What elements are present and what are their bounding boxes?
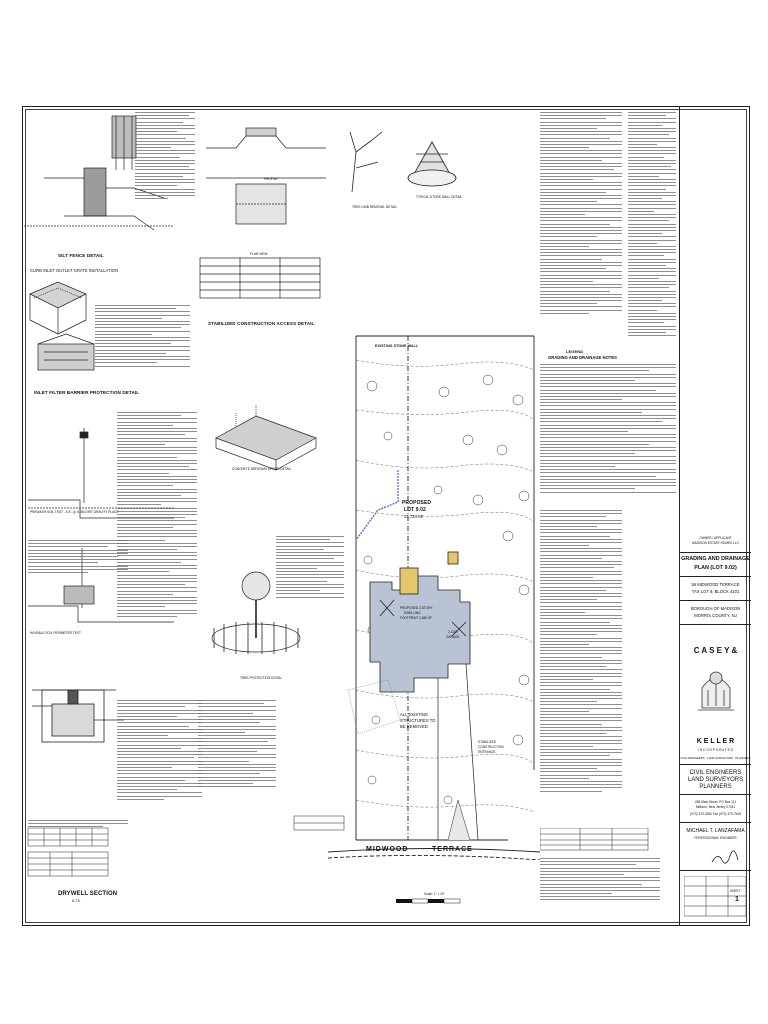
legend-title: LEGEND (566, 349, 584, 354)
firm-profession-1: CIVIL ENGINEERS (689, 770, 742, 776)
engineer-title: PROFESSIONAL ENGINEER (694, 836, 737, 840)
drywell-title: DRYWELL SECTION (58, 891, 118, 897)
concrete-apron-graphic (215, 404, 317, 471)
dwelling-label-3: FOOTPRINT 2,680 SF (400, 616, 433, 620)
proposed-dwelling-shape (369, 551, 471, 693)
details-left-svg (24, 115, 174, 877)
grading-notes-title: GRADING AND DRAINAGE NOTES (548, 355, 617, 360)
plan-title-2: PLAN (LOT 9.02) (694, 565, 737, 571)
inlet-filter-graphic (29, 281, 95, 371)
address-line-2: TAX LOT 9, BLOCK 4101 (691, 589, 740, 594)
title-block: OWNER / APPLICANT MADISON ESTATE HOMES L… (679, 106, 751, 926)
drywell-notes (28, 820, 128, 832)
entrance-label-1: STABILIZED (478, 740, 497, 744)
haybale-notes (28, 540, 128, 580)
silt-fence-graphic (24, 115, 174, 231)
borough-line-2: MORRIS COUNTY, NJ (694, 613, 737, 618)
dwelling-label-1: PROPOSED 2-STORY (400, 606, 433, 610)
signature-icon (711, 850, 739, 864)
drywell-tables (27, 827, 109, 877)
entrance-label-3: ENTRANCE (478, 750, 496, 754)
stone-wall-title: TYPICAL STONE WALL DETAIL (416, 195, 463, 199)
tree-protection-graphic (211, 571, 301, 654)
notes-column-2 (628, 112, 676, 372)
firm-profession-3: PLANNERS (699, 784, 732, 790)
construction-access-graphic (199, 127, 326, 299)
owner-label: OWNER / APPLICANT (699, 536, 732, 540)
dwelling-label-2: DWELLING (404, 611, 421, 615)
notes-column-4 (540, 510, 622, 820)
sheet-label: SHEET (730, 889, 741, 893)
notes-column-1 (540, 112, 622, 342)
street-label-2: TERRACE (432, 846, 473, 853)
drywell-scale: N.T.S. (72, 899, 81, 903)
engineer-name: MICHAEL T. LANZAFAMA (686, 828, 745, 834)
address-line-1: 56 MIDWOOD TERRACE (691, 582, 740, 587)
firm-name-2: K E L L E R (696, 738, 735, 745)
borough-line-1: BOROUGH OF MADISON (690, 606, 741, 611)
silt-fence-title: SILT FENCE DETAIL (58, 253, 104, 258)
tree-protection-title: TREE PROTECTION DETAIL (240, 676, 283, 680)
haybale-title: HAYBALE SOIL PERIMETER TEST (30, 631, 81, 635)
notes-column-3 (540, 364, 676, 504)
firm-profession-2: LAND SURVEYORS (687, 777, 744, 783)
tree-symbols (363, 374, 530, 805)
haybale-graphic (28, 548, 174, 623)
inlet-filter-title: INLET FILTER BARRIER PROTECTION DETAIL (34, 390, 140, 395)
erosion-notes-column (117, 412, 197, 662)
plan-view-label: PLAN VIEW (250, 252, 268, 256)
sequence-notes (117, 700, 202, 820)
stabilized-access-title: STABILIZED CONSTRUCTION ACCESS DETAIL (208, 321, 315, 326)
proposed-lot-2: LOT 9.02 (404, 507, 426, 513)
street-label-1: MIDWOOD (366, 846, 409, 853)
sheet-number: 1 (735, 896, 739, 903)
firm-address-1: 258 Main Street, PO Box 111 (695, 800, 736, 804)
street-lines (328, 848, 540, 860)
entrance-label-2: CONSTRUCTION (478, 745, 504, 749)
proposed-lot-1: PROPOSED (402, 500, 432, 506)
firm-name-3: I N C O R P O R A T E D (698, 748, 733, 752)
concrete-apron-title: CONCRETE DRIVEWAY APRON DETAIL (232, 467, 292, 471)
garage-label-1: 2-CAR (448, 630, 458, 634)
revision-grid (684, 876, 746, 917)
site-plan-svg (328, 335, 540, 860)
garage-label-2: GARAGE (446, 635, 460, 639)
existing-label-3: BE REMOVED (400, 724, 428, 729)
firm-address-2: Millburn, New Jersey 07041 (695, 805, 736, 809)
tree-limb-svg (349, 131, 457, 193)
notes-table (540, 828, 649, 851)
proposed-lot-3: 21,734 SF (404, 514, 424, 519)
inlet-filter-notes (95, 305, 190, 375)
details-mid-svg (199, 127, 345, 831)
inlet-filter-heading: CURB INLET OUTLET GRATE INSTALLATION (30, 268, 119, 273)
firm-name-1: C A S E Y & (693, 646, 738, 655)
tree-limb-title: TREE LIMB REMOVAL DETAIL (352, 205, 397, 209)
limit-of-disturbance (355, 470, 399, 541)
plan-title-1: GRADING AND DRAINAGE (681, 556, 750, 562)
firm-phone: (973) 379-3280 Fax (973) 379-7945 (690, 812, 741, 816)
silt-fence-notes (135, 112, 195, 222)
sequence-notes-2 (198, 700, 276, 820)
owner-name: MADISON ESTATE HOMES LLC (692, 541, 739, 545)
stake-label: EXISTING STONE WALL (375, 344, 419, 348)
firm-tagline: CIVIL ENGINEERS · LAND SURVEYORS · PLANN… (680, 756, 751, 760)
prewash-title: PREWASH SOIL TEST - S.E. (p. 6.36) DIRT … (30, 510, 119, 514)
existing-label-1: ALL EXISTING (400, 712, 429, 717)
drawing-sheet (22, 106, 750, 926)
scale-bar (396, 898, 461, 904)
profile-label: PROFILE (264, 177, 278, 181)
scale-label: Scale: 1" = 20' (424, 892, 445, 896)
notes-column-5 (540, 858, 660, 908)
existing-label-2: STRUCTURES TO (400, 718, 436, 723)
drywell-graphic (32, 689, 124, 743)
tree-notes (276, 536, 344, 666)
firm-logo-icon (698, 671, 734, 711)
